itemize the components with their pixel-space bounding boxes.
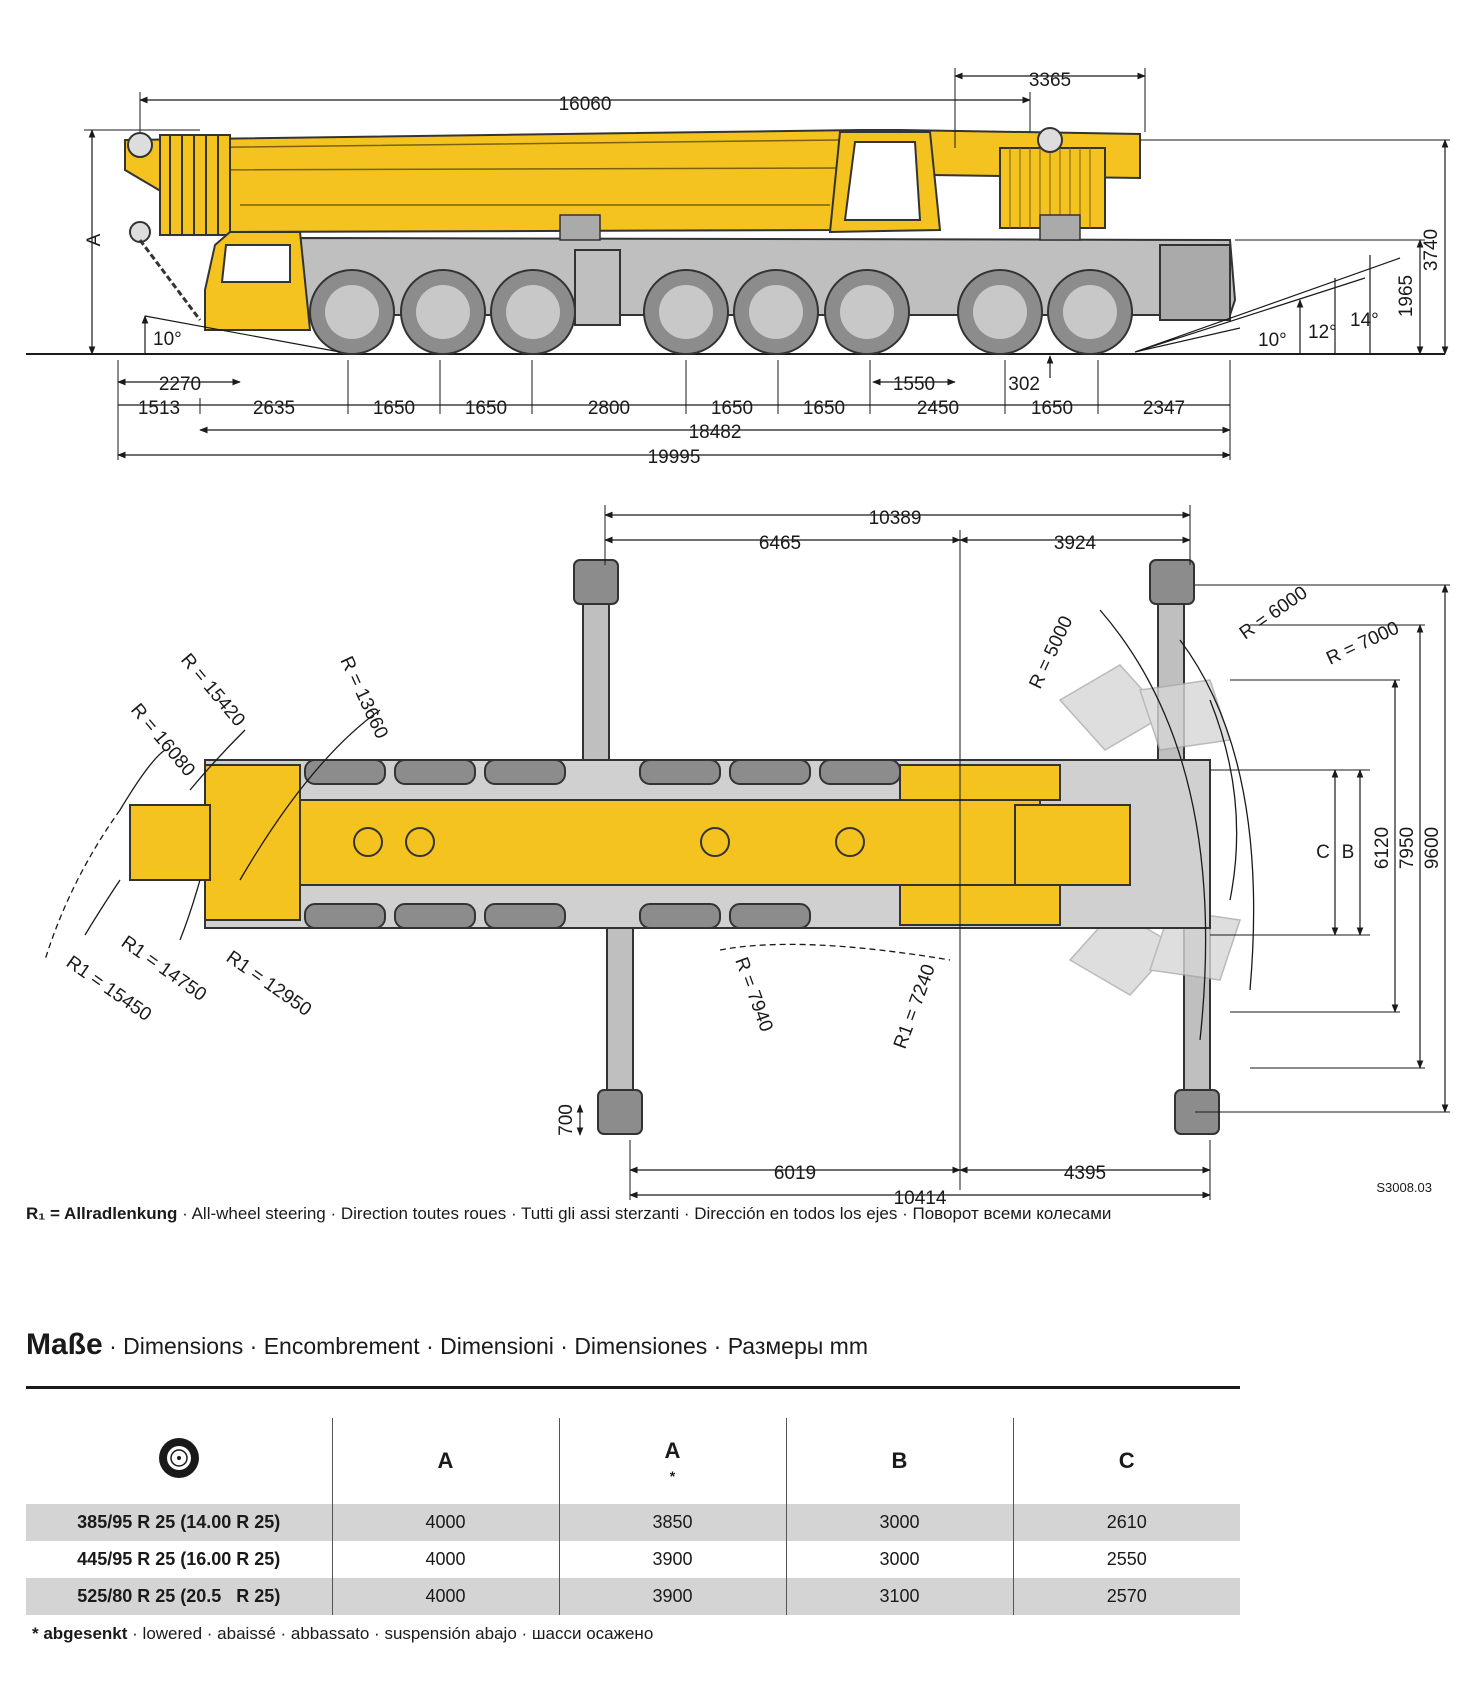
footnote-bold: * abgesenkt [32, 1624, 128, 1643]
dim-1650d: 1650 [803, 398, 845, 419]
radius-16080: R = 16080 [126, 700, 199, 781]
radius-7940: R = 7940 [730, 955, 776, 1035]
dim-4395: 4395 [1064, 1163, 1106, 1184]
dim-2800: 2800 [588, 398, 630, 419]
dim-6019: 6019 [774, 1163, 816, 1184]
side-view: 16060 3365 3740 1965 A 10° 10° 12° 14° 3… [26, 68, 1450, 468]
crane-dimension-drawing: 16060 3365 3740 1965 A 10° 10° 12° 14° 3… [26, 68, 1450, 1209]
dim-2635: 2635 [253, 398, 295, 419]
footnote-text: · lowered · abaissé · abbassato · suspen… [127, 1624, 654, 1643]
steering-note-text: · All-wheel steering · Direction toutes … [177, 1204, 1112, 1223]
value-c: 2610 [1012, 1504, 1240, 1541]
header-star: * [669, 1468, 676, 1484]
dim-18482: 18482 [689, 422, 742, 443]
tire-icon [158, 1438, 199, 1478]
value-c: 2550 [1012, 1541, 1240, 1578]
dim-19995: 19995 [648, 447, 701, 468]
dim-3740: 3740 [1421, 229, 1442, 271]
angle-front: 10° [153, 329, 182, 350]
value-b: 3100 [785, 1578, 1013, 1615]
dim-2347: 2347 [1143, 398, 1185, 419]
dim-700: 700 [556, 1104, 577, 1136]
dim-1650e: 1650 [1031, 398, 1073, 419]
steering-sweep [1058, 664, 1241, 996]
dim-302: 302 [1008, 374, 1040, 395]
side-wheels [309, 269, 1133, 355]
steering-note-bold: R₁ = Allradlenkung [26, 1204, 178, 1223]
dim-2450: 2450 [917, 398, 959, 419]
dim-6120: 6120 [1372, 827, 1393, 869]
tire-size: 525/80 R 25 (20.5 R 25) [26, 1578, 332, 1615]
dim-9600: 9600 [1422, 827, 1443, 869]
value-a: 4000 [331, 1504, 559, 1541]
top-view: 10389 6465 3924 6019 4395 10414 700 C B … [44, 505, 1450, 1209]
table-row: 445/95 R 25 (16.00 R 25) 4000 3900 3000 … [26, 1541, 1240, 1578]
dim-1650a: 1650 [373, 398, 415, 419]
turning-radii [44, 609, 1255, 1041]
dim-16060: 16060 [559, 94, 612, 115]
dim-10414: 10414 [894, 1188, 947, 1209]
dim-C: C [1316, 842, 1330, 863]
radius-13660: R = 13660 [335, 653, 391, 742]
section-title: Maße · Dimensions · Encombrement · Dimen… [26, 1328, 868, 1362]
radius-5000: R = 5000 [1025, 613, 1077, 692]
dim-1650c: 1650 [711, 398, 753, 419]
dim-1965: 1965 [1396, 275, 1417, 317]
value-a-lowered: 3850 [558, 1504, 786, 1541]
dim-10389: 10389 [869, 508, 922, 529]
value-c: 2570 [1012, 1578, 1240, 1615]
dim-3365: 3365 [1029, 70, 1071, 91]
section-title-rest: · Dimensions · Encombrement · Dimensioni… [102, 1333, 868, 1359]
tire-size: 385/95 R 25 (14.00 R 25) [26, 1504, 332, 1541]
dim-1650b: 1650 [465, 398, 507, 419]
dim-7950: 7950 [1397, 827, 1418, 869]
dim-A: A [84, 233, 105, 246]
header-c: C [1012, 1418, 1240, 1504]
section-title-bold: Maße [26, 1328, 103, 1361]
drawing-reference: S3008.03 [1376, 1180, 1432, 1195]
footnote: * abgesenkt · lowered · abaissé · abbass… [32, 1624, 653, 1644]
radius-6000: R = 6000 [1236, 582, 1312, 644]
radius-12950: R1 = 12950 [222, 947, 315, 1021]
dim-1550: 1550 [893, 374, 935, 395]
title-rule [26, 1386, 1240, 1389]
dim-2270: 2270 [159, 374, 201, 395]
value-b: 3000 [785, 1541, 1013, 1578]
header-a: A [331, 1418, 559, 1504]
table-row: 385/95 R 25 (14.00 R 25) 4000 3850 3000 … [26, 1504, 1240, 1541]
value-a: 4000 [331, 1578, 559, 1615]
table-row: 525/80 R 25 (20.5 R 25) 4000 3900 3100 2… [26, 1578, 1240, 1615]
angle-rear-12: 12° [1308, 322, 1337, 343]
value-a: 4000 [331, 1541, 559, 1578]
radius-15420: R = 15420 [176, 650, 249, 731]
value-b: 3000 [785, 1504, 1013, 1541]
steering-note: R₁ = Allradlenkung · All-wheel steering … [26, 1204, 1111, 1224]
tire-header [26, 1418, 332, 1504]
dim-6465: 6465 [759, 533, 801, 554]
header-b: B [785, 1418, 1013, 1504]
value-a-lowered: 3900 [558, 1578, 786, 1615]
dim-3924: 3924 [1054, 533, 1097, 554]
top-tires [304, 759, 901, 929]
angle-rear-10: 10° [1258, 330, 1287, 351]
dim-1513: 1513 [138, 398, 180, 419]
angle-rear-14: 14° [1350, 310, 1379, 331]
value-a-lowered: 3900 [558, 1541, 786, 1578]
radius-7240: R1 = 7240 [890, 962, 940, 1052]
tire-size: 445/95 R 25 (16.00 R 25) [77, 1549, 281, 1569]
dimensions-table: A A* B C 385/95 R 25 (14.00 R 25) 4000 3… [26, 1418, 1240, 1615]
dim-B: B [1342, 842, 1355, 863]
header-a-lowered: A* [558, 1418, 786, 1504]
header-a-lowered-label: A [664, 1438, 681, 1463]
